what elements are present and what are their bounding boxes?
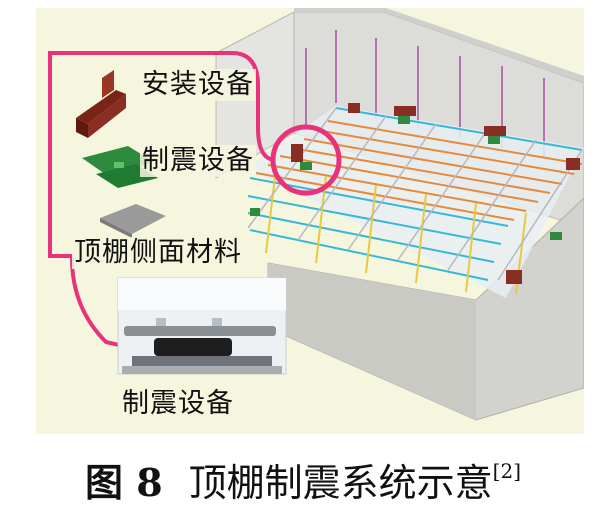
label-damping-equipment: 制震设备 [140, 145, 256, 177]
label-photo-damping-equipment: 制震设备 [120, 388, 236, 420]
damper-photo [118, 278, 286, 374]
figure-reference: [2] [493, 459, 521, 483]
label-ceiling-side-material: 顶棚侧面材料 [72, 237, 244, 269]
ceiling-system-diagram [36, 8, 584, 434]
figure-caption: 图 8 顶棚制震系统示意[2] [0, 452, 606, 507]
label-install-equipment: 安装设备 [140, 69, 256, 101]
figure-title: 顶棚制震系统示意 [189, 461, 493, 505]
figure-number: 图 8 [85, 460, 163, 505]
